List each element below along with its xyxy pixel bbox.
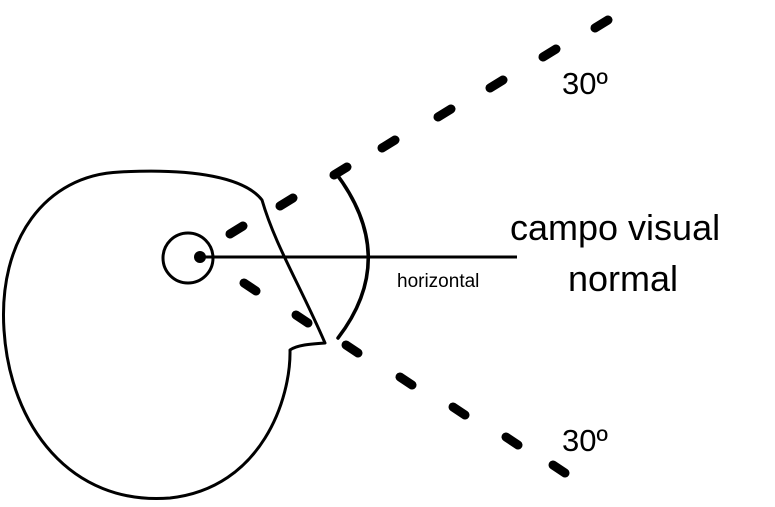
upper-angle-label: 30º xyxy=(562,66,608,101)
lower-angle-label: 30º xyxy=(562,423,608,458)
field-arc xyxy=(333,170,370,340)
horizontal-label: horizontal xyxy=(397,271,479,292)
campo-visual-label: campo visual xyxy=(510,207,720,248)
normal-label: normal xyxy=(568,258,678,299)
eye-outline xyxy=(1,169,327,501)
upper-dashed-ray xyxy=(225,15,613,239)
lower-dashed-ray xyxy=(239,278,570,478)
